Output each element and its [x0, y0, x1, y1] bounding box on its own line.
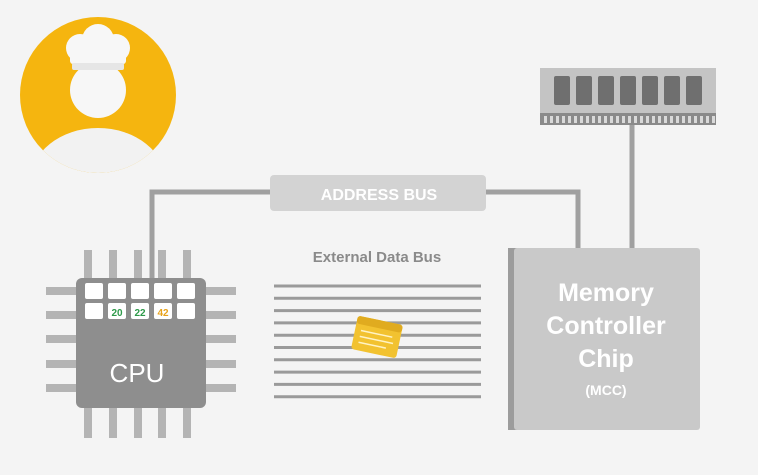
cpu-register-cell [131, 283, 149, 299]
ram-pin [706, 116, 709, 123]
ram-pin [652, 116, 655, 123]
ram-pin [586, 116, 589, 123]
cpu-register-value: 42 [157, 308, 169, 319]
ram-pin [676, 116, 679, 123]
cpu-register-cell [85, 303, 103, 319]
cpu-chip: 20 22 42 CPU [46, 250, 236, 438]
ram-pin [592, 116, 595, 123]
cpu-pin [109, 406, 117, 438]
cpu-register-cell [154, 283, 172, 299]
address-bus-label: ADDRESS BUS [321, 187, 438, 204]
ram-pin [568, 116, 571, 123]
cpu-pin [204, 384, 236, 392]
mcc-line-1: Memory [558, 279, 654, 307]
memory-controller-chip: Memory Controller Chip (MCC) [508, 248, 700, 430]
cpu-pin [204, 360, 236, 368]
ram-pin [634, 116, 637, 123]
cpu-register-cell [108, 303, 126, 319]
cpu-pin [46, 311, 78, 319]
cpu-pin [46, 335, 78, 343]
ram-pin [610, 116, 613, 123]
cpu-pin [84, 406, 92, 438]
ram-pin [616, 116, 619, 123]
ram-pin [580, 116, 583, 123]
cpu-pin [134, 250, 142, 280]
ram-pin [550, 116, 553, 123]
cpu-pin [204, 287, 236, 295]
ram-pin [700, 116, 703, 123]
cpu-register-cell [177, 283, 195, 299]
cpu-pin [84, 250, 92, 280]
ram-pin [556, 116, 559, 123]
cpu-register-cell [108, 283, 126, 299]
cpu-pin [46, 360, 78, 368]
ram-pin [562, 116, 565, 123]
cpu-register-cell [177, 303, 195, 319]
ram-pin [544, 116, 547, 123]
ram-pin [670, 116, 673, 123]
cpu-pin [204, 311, 236, 319]
ram-pin [688, 116, 691, 123]
cpu-pin [134, 406, 142, 438]
cpu-pin [204, 335, 236, 343]
data-packet-icon [351, 316, 403, 358]
cpu-pin [46, 384, 78, 392]
mcc-abbreviation: (MCC) [585, 382, 626, 398]
cpu-register-cell [154, 303, 172, 319]
chef-avatar-icon [20, 17, 176, 173]
address-bus: ADDRESS BUS [270, 175, 486, 211]
cpu-pin [183, 406, 191, 438]
ram-pin [640, 116, 643, 123]
cpu-pin [158, 406, 166, 438]
ram-pin [574, 116, 577, 123]
cpu-pin [183, 250, 191, 280]
mcc-line-3: Chip [578, 345, 634, 373]
ram-pin [658, 116, 661, 123]
ram-module-icon [540, 68, 716, 125]
cpu-pin [46, 287, 78, 295]
cpu-register-value: 22 [134, 308, 146, 319]
cpu-register-value: 20 [111, 308, 123, 319]
ram-pin [598, 116, 601, 123]
ram-pin [682, 116, 685, 123]
ram-pin [622, 116, 625, 123]
cpu-pin [109, 250, 117, 280]
cpu-pin [158, 250, 166, 280]
cpu-register-cell [85, 283, 103, 299]
cpu-label: CPU [110, 358, 165, 388]
ram-pin [628, 116, 631, 123]
ram-pin [694, 116, 697, 123]
ram-pin [646, 116, 649, 123]
bus-wires [149, 125, 635, 285]
mcc-line-2: Controller [546, 312, 666, 340]
ram-pin [604, 116, 607, 123]
cpu-register-cell [131, 303, 149, 319]
ram-pin [664, 116, 667, 123]
ram-pin [712, 116, 715, 123]
external-data-bus-label: External Data Bus [313, 249, 441, 266]
